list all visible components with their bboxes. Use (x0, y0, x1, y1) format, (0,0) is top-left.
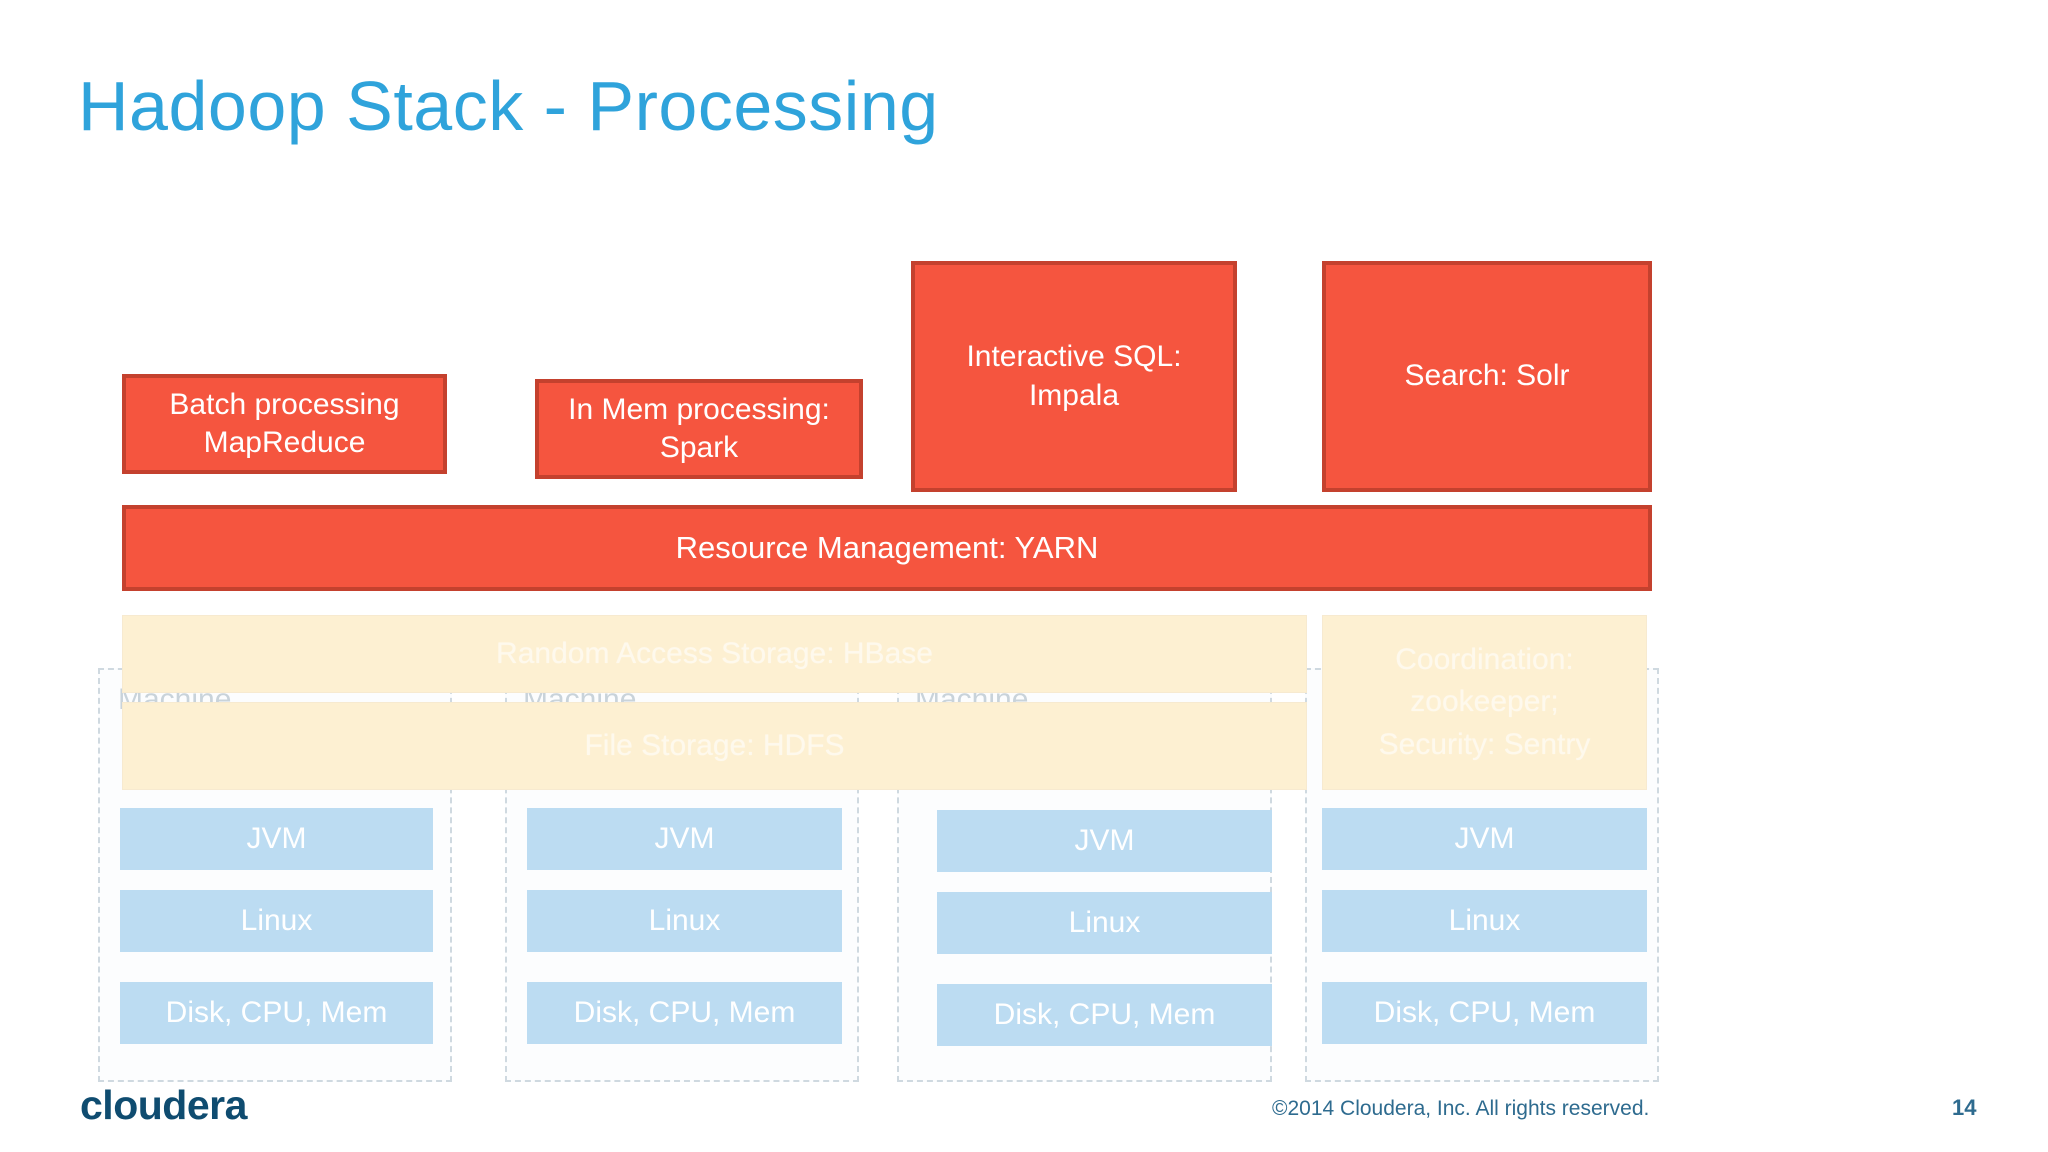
cloudera-logo: cloudera (80, 1082, 247, 1128)
machine-1-hardware-label: Disk, CPU, Mem (165, 996, 388, 1029)
machine-3-jvm[interactable]: JVM (937, 810, 1272, 872)
machine-2-jvm[interactable]: JVM (527, 808, 842, 870)
machine-2-jvm-label: JVM (654, 822, 715, 855)
processing-box-batch-line1: Batch processing (169, 387, 400, 421)
page-title: Hadoop Stack - Processing (78, 67, 939, 145)
resource-management-bar[interactable]: Resource Management: YARN (122, 505, 1652, 591)
machine-4-linux[interactable]: Linux (1322, 890, 1647, 952)
storage-box-hdfs-label: File Storage: HDFS (584, 728, 845, 762)
machine-4-linux-label: Linux (1448, 904, 1521, 937)
machine-1-linux-label: Linux (240, 904, 313, 937)
machine-2-linux-label: Linux (648, 904, 721, 937)
machine-3-linux-label: Linux (1068, 906, 1141, 939)
services-box-line3: Security: Sentry (1378, 727, 1591, 761)
machine-1-hardware[interactable]: Disk, CPU, Mem (120, 982, 433, 1044)
processing-box-batch-line2: MapReduce (203, 426, 366, 459)
storage-box-hbase-label: Random Access Storage: HBase (496, 636, 933, 670)
storage-box-hdfs[interactable]: File Storage: HDFS (122, 702, 1307, 790)
processing-box-interactive-sql[interactable]: Interactive SQL: Impala (911, 261, 1237, 492)
processing-box-inmem[interactable]: In Mem processing: Spark (535, 379, 863, 479)
processing-box-search[interactable]: Search: Solr (1322, 261, 1652, 492)
copyright-text: ©2014 Cloudera, Inc. All rights reserved… (1272, 1097, 1650, 1120)
machine-1-jvm[interactable]: JVM (120, 808, 433, 870)
machine-4-jvm[interactable]: JVM (1322, 808, 1647, 870)
machine-2-hardware[interactable]: Disk, CPU, Mem (527, 982, 842, 1044)
machine-4-hardware[interactable]: Disk, CPU, Mem (1322, 982, 1647, 1044)
processing-box-interactive-sql-line1: Interactive SQL: (966, 340, 1182, 374)
machine-2-hardware-label: Disk, CPU, Mem (573, 996, 796, 1029)
resource-management-label: Resource Management: YARN (675, 530, 1099, 565)
services-box-line1: Coordination: (1395, 642, 1574, 676)
machine-1-linux[interactable]: Linux (120, 890, 433, 952)
machine-3-hardware[interactable]: Disk, CPU, Mem (937, 984, 1272, 1046)
machine-4-hardware-label: Disk, CPU, Mem (1373, 996, 1596, 1029)
processing-box-interactive-sql-line2: Impala (1028, 378, 1120, 412)
processing-box-inmem-line1: In Mem processing: (568, 392, 830, 426)
page-number: 14 (1952, 1095, 1977, 1120)
machine-2-linux[interactable]: Linux (527, 890, 842, 952)
services-box-line2: zookeeper; (1410, 685, 1559, 719)
processing-box-search-line1: Search: Solr (1404, 359, 1570, 393)
machine-1-jvm-label: JVM (246, 822, 307, 855)
machine-3-jvm-label: JVM (1074, 824, 1135, 857)
processing-box-inmem-line2: Spark (659, 431, 739, 464)
storage-box-hbase[interactable]: Random Access Storage: HBase (122, 615, 1307, 693)
services-box-coordination-security[interactable]: Coordination: zookeeper; Security: Sentr… (1322, 615, 1647, 790)
machine-3-hardware-label: Disk, CPU, Mem (993, 998, 1216, 1031)
machine-4-jvm-label: JVM (1454, 822, 1515, 855)
processing-box-batch[interactable]: Batch processing MapReduce (122, 374, 447, 474)
machine-3-linux[interactable]: Linux (937, 892, 1272, 954)
